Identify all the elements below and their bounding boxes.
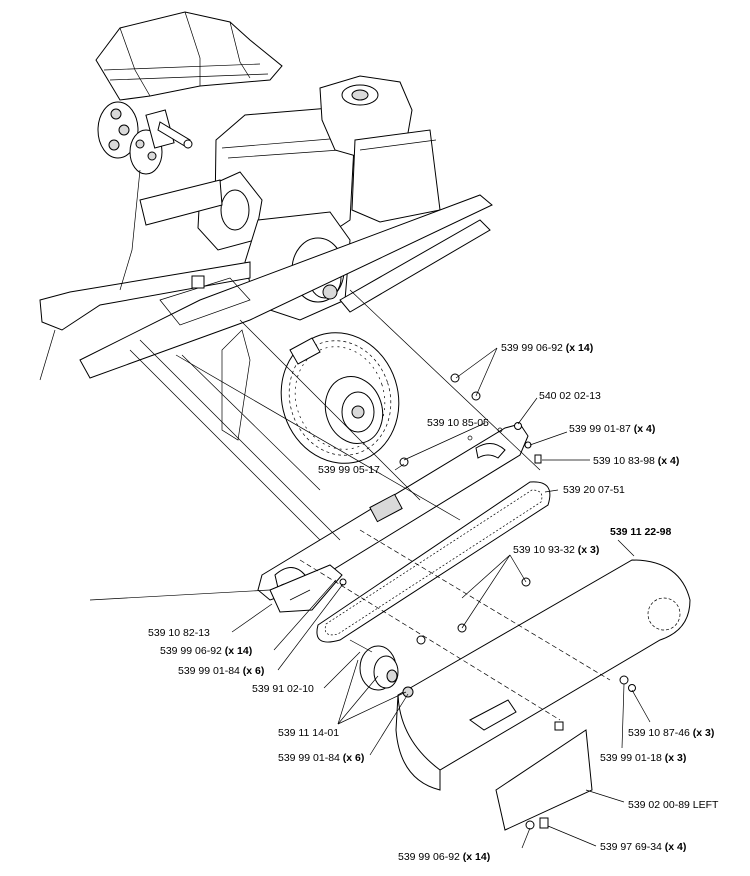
callout-539-10-85-05: 539 10 85-05 (427, 417, 489, 429)
callout-539-10-93-32: 539 10 93-32 (x 3) (513, 544, 599, 556)
cutter-guard (95, 11, 283, 101)
callout-539-99-06-92-top: 539 99 06-92 (x 14) (501, 342, 593, 354)
leader-lines (231, 347, 651, 849)
callout-539-10-83-98: 539 10 83-98 (x 4) (593, 455, 679, 467)
callout-539-99-01-87: 539 99 01-87 (x 4) (569, 423, 655, 435)
callout-labels: 539 99 06-92 (x 14) 540 02 02-13 539 99 … (148, 342, 719, 863)
hardware (339, 373, 636, 830)
callout-539-99-05-17: 539 99 05-17 (318, 464, 380, 476)
callout-539-02-00-89-left: 539 02 00-89 LEFT (628, 799, 719, 811)
callout-539-99-06-92-mid: 539 99 06-92 (x 14) (160, 645, 252, 657)
lower-bracket (269, 564, 343, 613)
callout-539-99-01-84-lower: 539 99 01-84 (x 6) (278, 752, 364, 764)
upper-plate (257, 423, 529, 601)
assembly-lines (89, 289, 611, 721)
callout-539-97-69-34: 539 97 69-34 (x 4) (600, 841, 686, 853)
callout-539-10-82-13: 539 10 82-13 (148, 627, 210, 639)
callout-539-11-14-01: 539 11 14-01 (278, 727, 339, 739)
callout-539-20-07-51: 539 20 07-51 (563, 484, 625, 496)
drive-wheel (280, 332, 400, 464)
callout-540-02-02-13: 540 02 02-13 (539, 390, 601, 402)
callout-539-99-01-18: 539 99 01-18 (x 3) (600, 752, 686, 764)
cutter-wheel (97, 101, 193, 175)
frame (39, 169, 493, 441)
drive-belt (316, 481, 551, 643)
left-cover-plate (495, 729, 593, 831)
callout-539-99-06-92-bottom: 539 99 06-92 (x 14) (398, 851, 490, 863)
callout-539-91-02-10: 539 91 02-10 (252, 683, 314, 695)
callout-539-10-87-46: 539 10 87-46 (x 3) (628, 727, 714, 739)
belt-guard (395, 559, 691, 791)
callout-539-11-22-98: 539 11 22-98 (610, 526, 671, 538)
callout-539-99-01-84-upper: 539 99 01-84 (x 6) (178, 665, 264, 677)
pulley (349, 639, 399, 691)
